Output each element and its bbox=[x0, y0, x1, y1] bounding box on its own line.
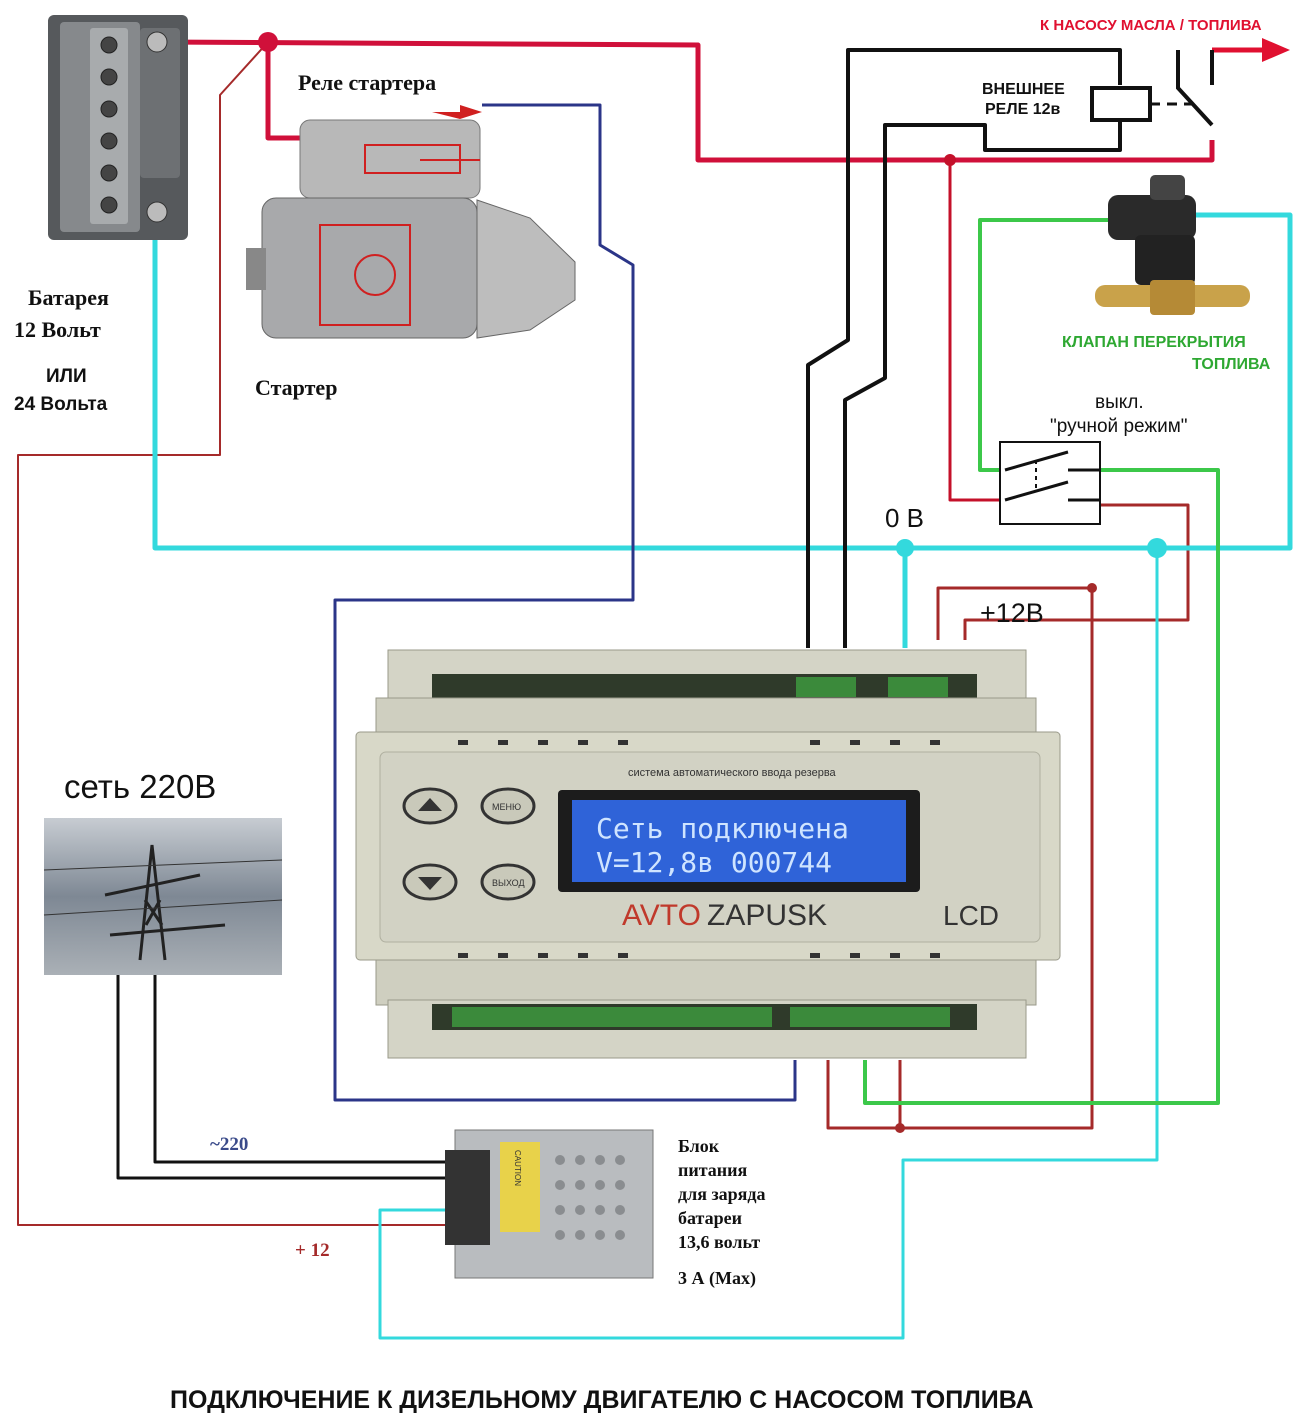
junction-dot bbox=[1087, 583, 1097, 593]
wire-relay-coil-a bbox=[806, 48, 1122, 648]
wire-battery-positive bbox=[159, 39, 1215, 163]
brand-avto: AVTO bbox=[622, 899, 701, 932]
external-relay-label-2: РЕЛЕ 12в bbox=[985, 101, 1060, 118]
wire-ground-main bbox=[152, 212, 1293, 551]
wire-valve-green bbox=[978, 218, 1108, 472]
menu-button[interactable] bbox=[480, 787, 536, 825]
battery-label-3: ИЛИ bbox=[46, 366, 87, 387]
psu-caution-label: CAUTION bbox=[513, 1150, 522, 1186]
lcd-screen bbox=[572, 800, 906, 882]
battery-label-4: 24 Вольта bbox=[14, 394, 108, 415]
relay-coil bbox=[1090, 86, 1152, 122]
wire-starter-signal bbox=[333, 103, 797, 1102]
pump-arrow-icon bbox=[1262, 38, 1290, 62]
wire-ground-psu bbox=[378, 548, 1159, 1340]
device-subtitle: система автоматического ввода резерва bbox=[628, 767, 837, 779]
psu-plus12-label: + 12 bbox=[295, 1240, 330, 1261]
manual-switch bbox=[999, 441, 1101, 525]
external-relay-label-1: ВНЕШНЕЕ bbox=[982, 81, 1065, 98]
battery-label-1: Батарея bbox=[28, 285, 109, 310]
external-relay bbox=[1090, 50, 1214, 127]
switch-label-1: выкл. bbox=[1095, 392, 1144, 413]
fuel-valve bbox=[1095, 175, 1250, 315]
junction-dot bbox=[895, 1123, 905, 1133]
zero-volt-label: 0 В bbox=[885, 503, 924, 533]
footer-title: ПОДКЛЮЧЕНИЕ К ДИЗЕЛЬНОМУ ДВИГАТЕЛЮ С НАС… bbox=[170, 1386, 1034, 1414]
starter-relay-label: Реле стартера bbox=[298, 70, 436, 95]
battery-label-2: 12 Вольт bbox=[14, 317, 101, 342]
fuel-valve-label-2: ТОПЛИВА bbox=[1192, 356, 1271, 373]
junction-dot bbox=[896, 539, 914, 557]
wires bbox=[17, 32, 1293, 1340]
wire-battery-to-psu bbox=[17, 41, 460, 1226]
exit-button-label: ВЫХОД bbox=[492, 878, 525, 888]
starter-motor bbox=[246, 105, 576, 339]
wire-starter-feed bbox=[265, 42, 305, 141]
battery bbox=[48, 15, 188, 240]
psu-label-1: Блок bbox=[678, 1136, 720, 1156]
brand-zapusk: ZAPUSK bbox=[707, 899, 827, 932]
text-labels: К НАСОСУ МАСЛА / ТОПЛИВА Реле стартера В… bbox=[14, 17, 1271, 1414]
plus12-label: +12В bbox=[980, 598, 1044, 628]
junction-dot bbox=[944, 154, 956, 166]
wire-plus12-b bbox=[963, 503, 1190, 640]
wire-mains-b bbox=[153, 975, 460, 1164]
fuel-valve-label-1: КЛАПАН ПЕРЕКРЫТИЯ bbox=[1062, 334, 1246, 351]
psu-label-4: батареи bbox=[678, 1208, 742, 1228]
starter-label: Стартер bbox=[255, 375, 337, 400]
menu-button-label: МЕНЮ bbox=[492, 802, 521, 812]
up-arrow-icon bbox=[418, 798, 442, 811]
psu-label-5: 13,6 вольт bbox=[678, 1232, 760, 1252]
exit-button[interactable] bbox=[480, 863, 536, 901]
battery-negative-terminal bbox=[146, 201, 168, 223]
lcd-line-2: V=12,8в 000744 bbox=[596, 846, 832, 879]
wire-mains-a bbox=[116, 975, 460, 1180]
controller-device bbox=[355, 649, 1061, 1059]
lcd-line-1: Сеть подключена bbox=[596, 812, 849, 845]
mains-power-image bbox=[43, 818, 283, 975]
psu-label-6: 3 А (Max) bbox=[678, 1268, 756, 1289]
wire-relay-to-switch bbox=[948, 160, 1000, 502]
switch-label-2: "ручной режим" bbox=[1050, 416, 1188, 437]
battery-positive-terminal bbox=[146, 31, 168, 53]
mains-label: сеть 220В bbox=[64, 768, 216, 805]
wire-plus12-a bbox=[826, 586, 1094, 1130]
psu-label-2: питания bbox=[678, 1160, 748, 1180]
down-arrow-icon bbox=[418, 877, 442, 890]
ac220-label: ~220 bbox=[210, 1134, 248, 1155]
psu-label-3: для заряда bbox=[678, 1184, 766, 1204]
model-label: LCD bbox=[943, 900, 999, 931]
junction-dot bbox=[258, 32, 278, 52]
junction-dot bbox=[1147, 538, 1167, 558]
pump-label: К НАСОСУ МАСЛА / ТОПЛИВА bbox=[1040, 17, 1262, 34]
wire-switch-green bbox=[863, 468, 1220, 1105]
power-supply bbox=[445, 1129, 654, 1279]
wire-relay-coil-b bbox=[843, 118, 1122, 648]
